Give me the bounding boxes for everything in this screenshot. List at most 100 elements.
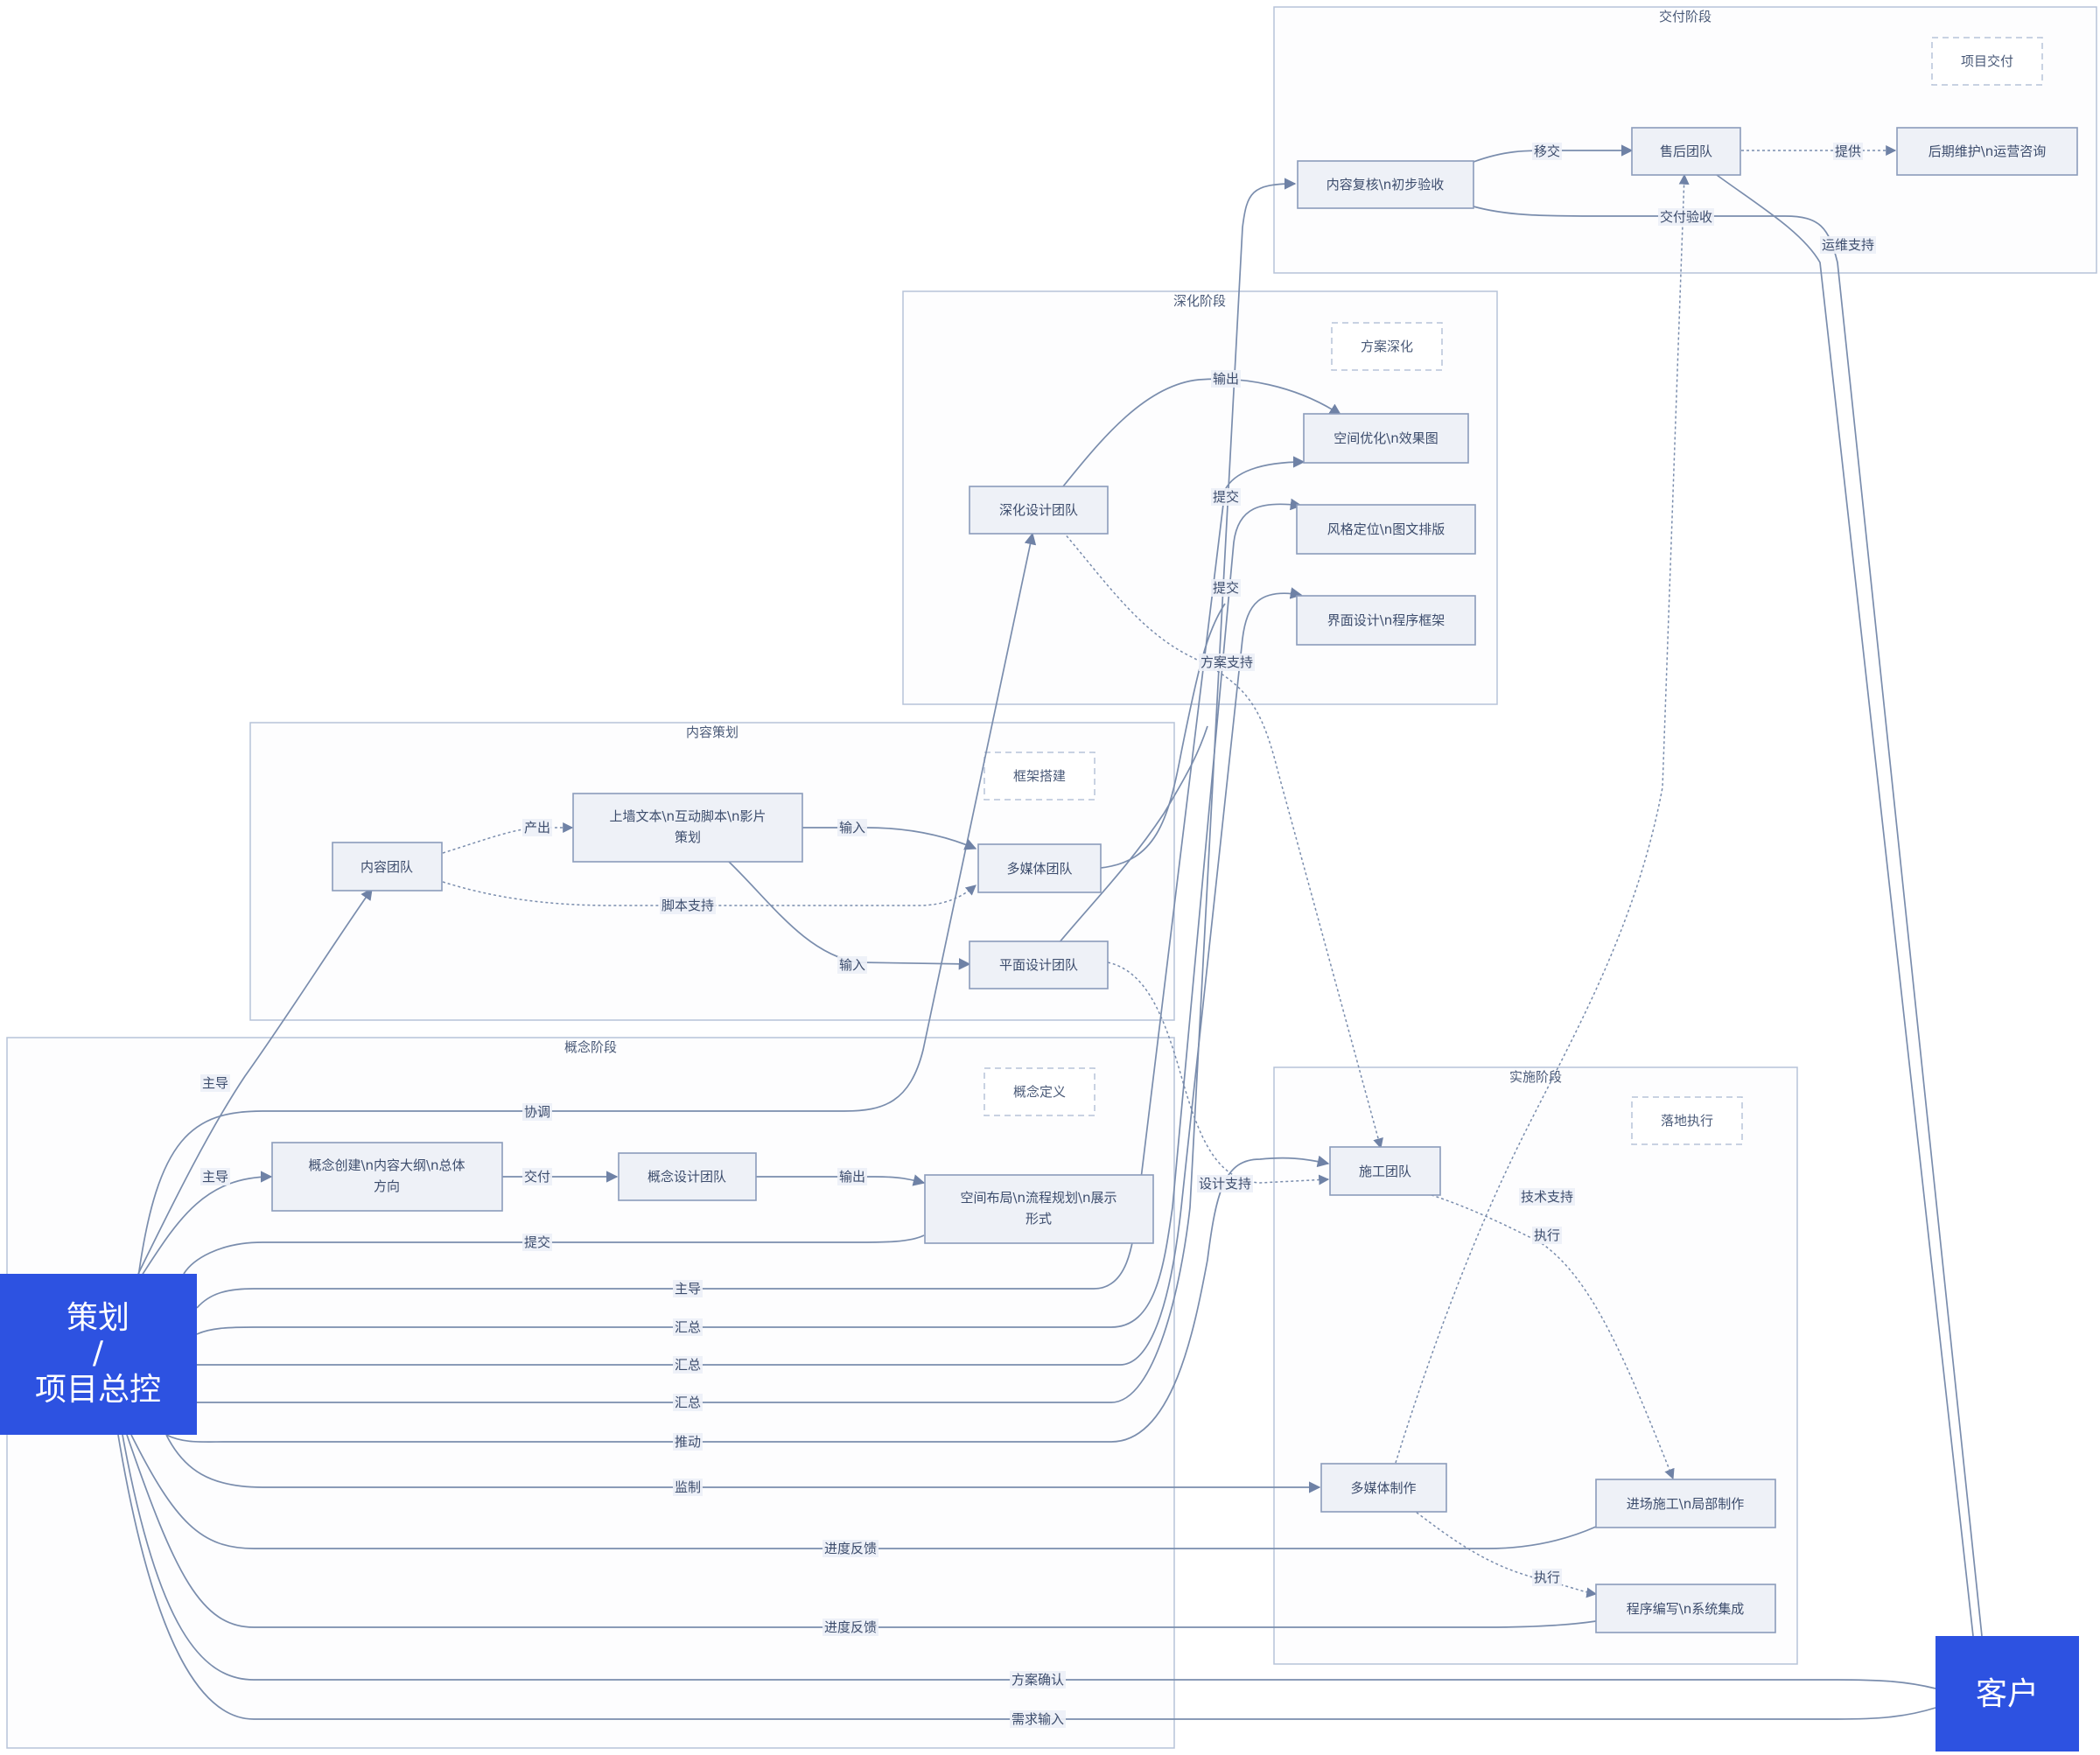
label-execute-2: 执行	[1532, 1569, 1562, 1586]
svg-text:提供: 提供	[1835, 143, 1861, 159]
svg-text:进度反馈: 进度反馈	[824, 1619, 877, 1635]
node-project-control[interactable]: 策划 / 项目总控	[0, 1274, 197, 1435]
edge-client-to-main-confirm	[122, 1434, 1936, 1689]
node-concept-create[interactable]: 概念创建\n内容大纲\n总体 方向	[271, 1142, 503, 1212]
svg-text:方案确认: 方案确认	[1012, 1672, 1064, 1688]
label-summary-3: 汇总	[673, 1394, 703, 1411]
svg-text:汇总: 汇总	[675, 1319, 701, 1335]
svg-text:程序编写\n系统集成: 程序编写\n系统集成	[1627, 1601, 1745, 1617]
label-submit-2: 提交	[1211, 579, 1241, 597]
svg-text:空间优化\n效果图: 空间优化\n效果图	[1334, 430, 1438, 446]
node-maintenance[interactable]: 后期维护\n运营咨询	[1896, 127, 2078, 176]
edge-client-to-main-demand	[117, 1434, 1936, 1720]
node-space-layout[interactable]: 空间布局\n流程规划\n展示 形式	[924, 1174, 1154, 1244]
svg-text:推动: 推动	[675, 1434, 701, 1450]
svg-text:提交: 提交	[524, 1234, 550, 1250]
label-output-concept: 输出	[837, 1168, 867, 1185]
node-client-label: 客户	[1976, 1676, 2039, 1712]
svg-text:输入: 输入	[839, 957, 865, 973]
node-concept-team[interactable]: 概念设计团队	[618, 1152, 757, 1201]
cluster-title-concept: 概念阶段	[564, 1039, 617, 1055]
edge-graphic-team-to-space	[1058, 725, 1208, 944]
edge-main-to-construction	[165, 1155, 1330, 1443]
svg-text:脚本支持: 脚本支持	[662, 898, 714, 913]
label-demand-input: 需求输入	[1010, 1710, 1066, 1728]
svg-text:深化设计团队: 深化设计团队	[999, 502, 1078, 518]
svg-text:协调: 协调	[524, 1104, 550, 1120]
svg-text:概念创建\n内容大纲\n总体: 概念创建\n内容大纲\n总体	[308, 1157, 465, 1173]
label-ops-support: 运维支持	[1820, 236, 1876, 254]
node-style[interactable]: 风格定位\n图文排版	[1296, 504, 1476, 555]
node-media-team[interactable]: 多媒体团队	[977, 843, 1102, 893]
edge-media-team-to-style	[1100, 603, 1226, 869]
svg-text:汇总: 汇总	[675, 1357, 701, 1373]
edge-main-to-ui	[197, 587, 1303, 1366]
edge-main-to-concept-create	[137, 1171, 273, 1282]
svg-text:输出: 输出	[1213, 371, 1239, 387]
node-programming[interactable]: 程序编写\n系统集成	[1595, 1584, 1776, 1633]
svg-text:方向: 方向	[374, 1178, 400, 1194]
label-summary-1: 汇总	[673, 1318, 703, 1336]
nodes: 策划 / 项目总控 客户 内容复核\n初步验收 售后团队 后期维护\n运营咨询 …	[0, 127, 2079, 1752]
svg-text:主导: 主导	[202, 1075, 228, 1091]
cluster-title-delivery: 交付阶段	[1659, 9, 1712, 24]
svg-text:交付验收: 交付验收	[1660, 209, 1712, 225]
tag-implementation-text: 落地执行	[1661, 1113, 1713, 1129]
edge-main-to-style	[196, 498, 1303, 1335]
svg-text:形式: 形式	[1026, 1211, 1052, 1227]
node-ui[interactable]: 界面设计\n程序框架	[1296, 595, 1476, 646]
tag-content: 框架搭建	[984, 752, 1096, 801]
edge-graphic-team-to-construction	[1107, 961, 1330, 1185]
svg-text:上墙文本\n互动脚本\n影片: 上墙文本\n互动脚本\n影片	[609, 808, 766, 824]
label-submit-1: 提交	[1211, 488, 1241, 506]
cluster-title-implementation: 实施阶段	[1509, 1069, 1562, 1085]
node-content-team[interactable]: 内容团队	[332, 842, 443, 891]
svg-text:进场施工\n局部制作: 进场施工\n局部制作	[1627, 1496, 1745, 1512]
svg-text:空间布局\n流程规划\n展示: 空间布局\n流程规划\n展示	[960, 1190, 1116, 1206]
svg-text:方案支持: 方案支持	[1200, 654, 1253, 670]
svg-text:平面设计团队: 平面设计团队	[999, 957, 1078, 973]
node-construction[interactable]: 施工团队	[1329, 1146, 1441, 1196]
tag-concept: 概念定义	[984, 1067, 1096, 1116]
svg-text:概念设计团队: 概念设计团队	[648, 1169, 726, 1185]
svg-text:主导: 主导	[202, 1169, 228, 1185]
svg-text:界面设计\n程序框架: 界面设计\n程序框架	[1327, 612, 1446, 628]
label-plan-support: 方案支持	[1199, 654, 1255, 671]
svg-text:产出: 产出	[524, 820, 550, 836]
svg-text:需求输入: 需求输入	[1012, 1711, 1064, 1727]
node-onsite[interactable]: 进场施工\n局部制作	[1595, 1479, 1776, 1528]
label-delivery-acceptance: 交付验收	[1658, 208, 1714, 226]
tag-delivery: 项目交付	[1931, 37, 2043, 86]
node-deep-team[interactable]: 深化设计团队	[969, 486, 1109, 535]
label-handover: 移交	[1532, 143, 1562, 160]
edge-onsite-to-main	[130, 1434, 1597, 1549]
svg-text:多媒体团队: 多媒体团队	[1006, 861, 1072, 877]
svg-text:内容复核\n初步验收: 内容复核\n初步验收	[1326, 177, 1445, 192]
node-review[interactable]: 内容复核\n初步验收	[1297, 160, 1474, 209]
node-after-sales[interactable]: 售后团队	[1631, 127, 1741, 176]
svg-text:内容团队: 内容团队	[360, 859, 413, 875]
label-output-deep: 输出	[1211, 370, 1241, 388]
svg-text:执行: 执行	[1534, 1570, 1560, 1585]
node-wall-text[interactable]: 上墙文本\n互动脚本\n影片 策划	[572, 793, 803, 863]
tag-deepening-text: 方案深化	[1361, 339, 1413, 354]
node-graphic-team[interactable]: 平面设计团队	[969, 940, 1109, 989]
svg-text:运维支持: 运维支持	[1822, 237, 1874, 253]
edge-main-to-review	[197, 178, 1297, 1403]
svg-text:售后团队: 售后团队	[1660, 143, 1712, 159]
label-push: 推动	[673, 1433, 703, 1451]
edge-content-team-to-media-team	[442, 881, 976, 906]
node-space-opt[interactable]: 空间优化\n效果图	[1303, 413, 1469, 464]
svg-text:多媒体制作: 多媒体制作	[1350, 1480, 1416, 1496]
node-project-control-line1: 策划	[66, 1300, 130, 1336]
label-plan-confirm: 方案确认	[1010, 1671, 1066, 1689]
node-client[interactable]: 客户	[1936, 1636, 2079, 1752]
label-progress-2: 进度反馈	[822, 1619, 878, 1636]
label-supervise: 监制	[673, 1479, 703, 1496]
label-lead-concept: 主导	[200, 1168, 230, 1185]
node-media-production[interactable]: 多媒体制作	[1320, 1463, 1447, 1513]
svg-text:后期维护\n运营咨询: 后期维护\n运营咨询	[1928, 143, 2047, 159]
svg-text:主导: 主导	[675, 1281, 701, 1297]
svg-text:输入: 输入	[839, 820, 865, 836]
